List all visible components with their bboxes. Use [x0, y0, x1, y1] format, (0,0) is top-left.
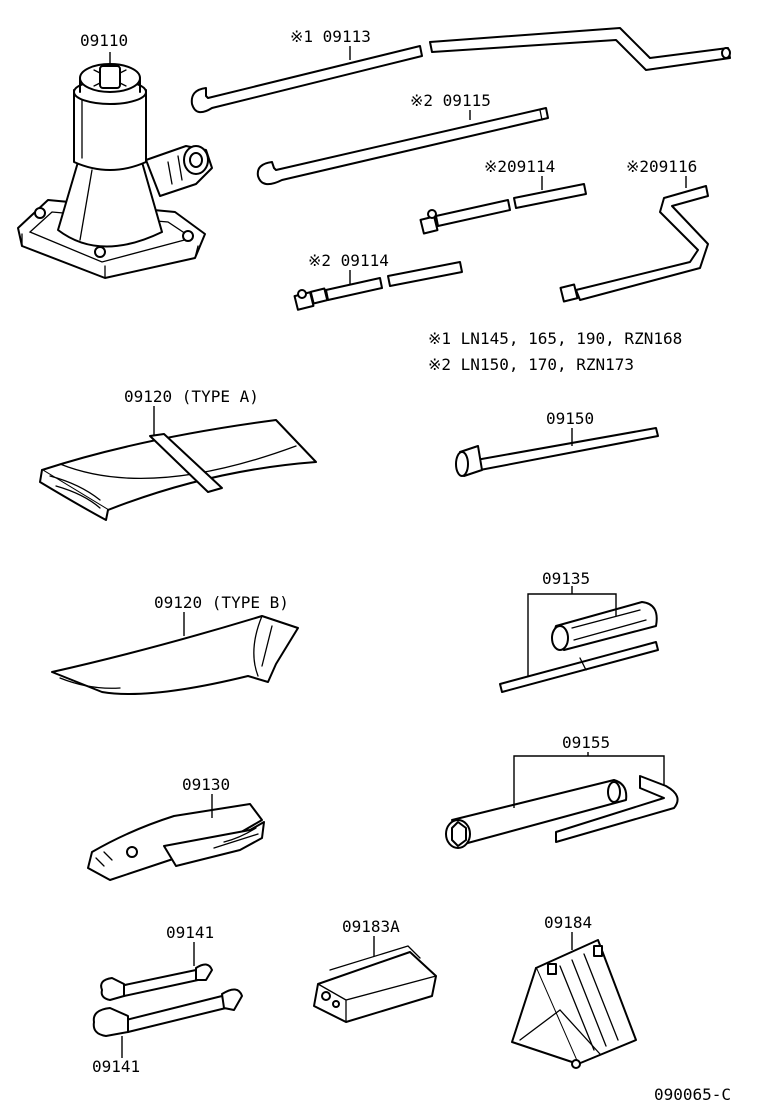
tool-bag-a-label: 09120 (TYPE A)	[124, 387, 259, 406]
leader-lines	[121, 46, 687, 1058]
wheel-wrench-label: 09155	[562, 733, 610, 752]
applicability-note-2: ※2 LN150, 170, RZN173	[428, 355, 634, 374]
handle-bar-drawing	[455, 427, 659, 477]
crank-handle-label: ※209116	[626, 157, 697, 176]
jack-handle-1-drawing	[190, 27, 731, 114]
tool-bag-a-drawing	[39, 419, 317, 521]
wrench-lower-drawing	[92, 988, 243, 1037]
jack-handle-2-label: ※2 09115	[410, 91, 491, 110]
jack-handle-2-drawing	[256, 107, 549, 186]
screwdriver-label: 09135	[542, 569, 590, 588]
tool-clamp-label: 09183A	[342, 917, 400, 936]
pliers-drawing	[87, 803, 265, 881]
figure-id: 090065-C	[654, 1085, 731, 1104]
screwdriver-drawing	[499, 601, 659, 693]
applicability-note-1: ※1 LN145, 165, 190, RZN168	[428, 329, 682, 348]
extension-lower-drawing	[293, 261, 463, 311]
extension-lower-label: ※2 09114	[308, 251, 389, 270]
crank-handle-drawing	[559, 185, 709, 303]
wheel-wrench-drawing	[445, 775, 679, 849]
extension-upper-label: ※209114	[484, 157, 555, 176]
tool-bag-b-drawing	[51, 615, 299, 695]
jack-label: 09110	[80, 31, 128, 50]
jack-handle-1-label: ※1 09113	[290, 27, 371, 46]
handle-bar-label: 09150	[546, 409, 594, 428]
wrench-upper-label: 09141	[166, 923, 214, 942]
jack-drawing	[17, 63, 213, 279]
wheel-chock-drawing	[511, 939, 637, 1069]
pliers-label: 09130	[182, 775, 230, 794]
extension-upper-drawing	[419, 183, 587, 235]
tool-clamp-drawing	[313, 945, 437, 1023]
wrench-lower-label: 09141	[92, 1057, 140, 1076]
wheel-chock-label: 09184	[544, 913, 592, 932]
wrench-upper-drawing	[100, 963, 213, 1001]
tool-bag-b-label: 09120 (TYPE B)	[154, 593, 289, 612]
